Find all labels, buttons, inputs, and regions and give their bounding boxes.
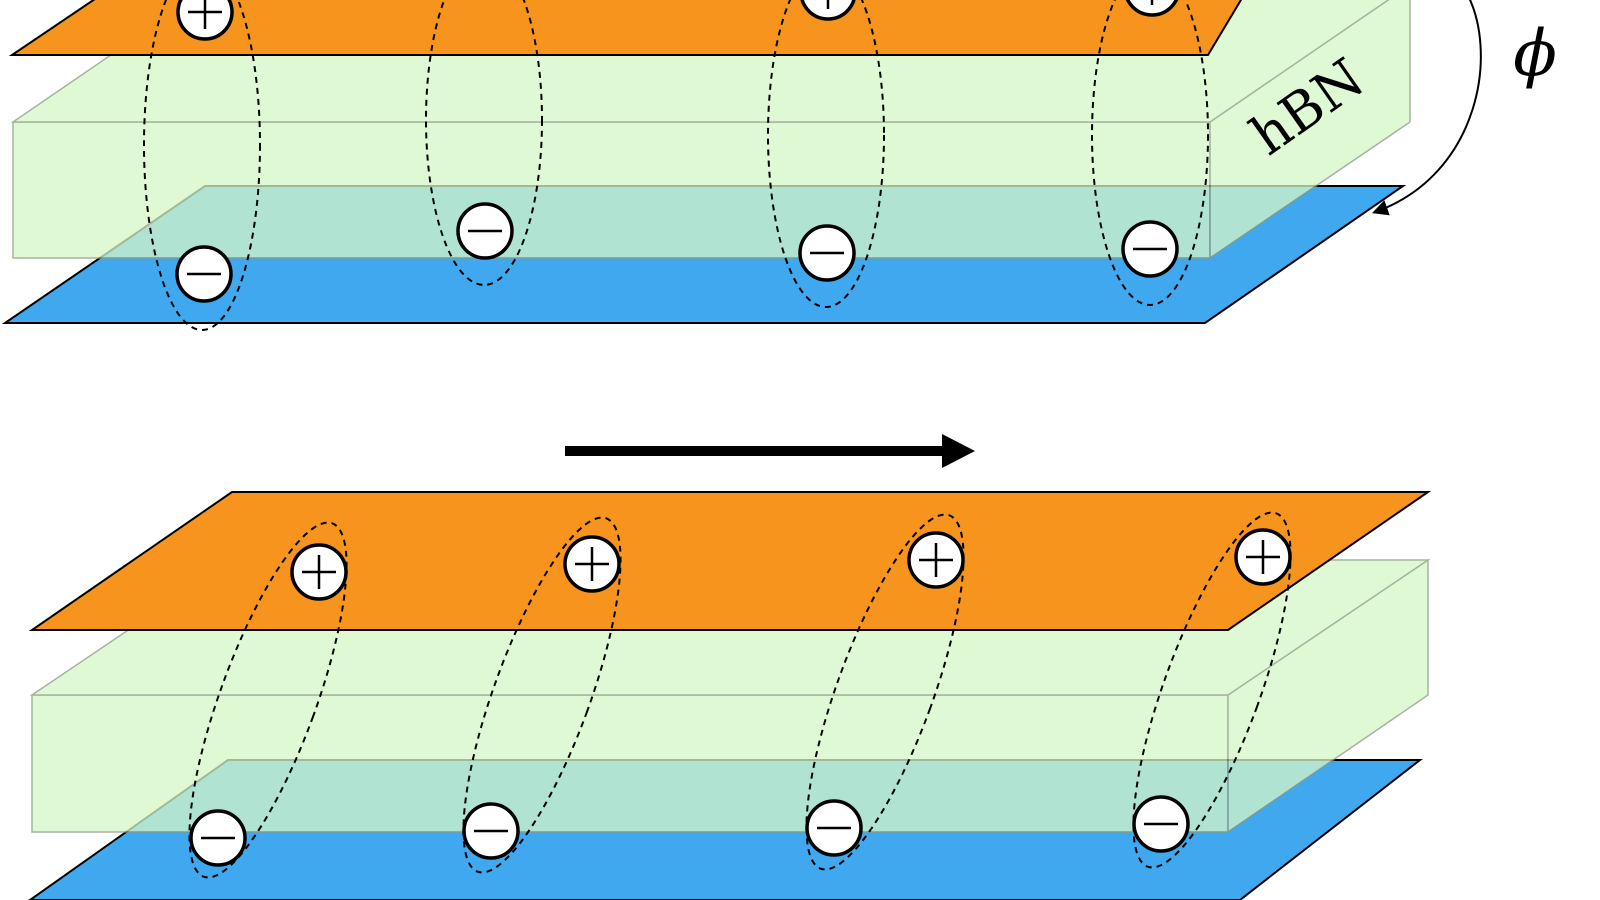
charge-minus-lower-3 xyxy=(805,799,863,857)
exciton-orbit-lower-3 xyxy=(805,513,965,871)
exciton-orbit-upper-4 xyxy=(1091,0,1209,306)
charge-minus-upper-4 xyxy=(1121,220,1179,278)
charge-minus-upper-1 xyxy=(175,245,233,303)
phi-rotation-arrow xyxy=(1371,0,1482,216)
top-plate-upper xyxy=(8,0,1243,56)
exciton-orbit-upper-3 xyxy=(767,0,885,308)
charge-minus-lower-4 xyxy=(1132,795,1190,853)
charge-minus-lower-2 xyxy=(462,802,520,860)
charge-minus-upper-2 xyxy=(456,202,514,260)
lower-panel xyxy=(28,491,1432,900)
exciton-orbit-upper-1 xyxy=(143,0,261,331)
charge-plus-lower-1 xyxy=(290,543,348,601)
phi-label: ϕ xyxy=(1513,17,1557,91)
exciton-orbit-lower-1 xyxy=(188,521,348,879)
charge-plus-lower-4 xyxy=(1234,528,1292,586)
upper-panel: hBN ϕ xyxy=(1,0,1557,331)
charge-plus-lower-2 xyxy=(563,535,621,593)
charge-plus-upper-3 xyxy=(800,0,856,21)
charge-plus-upper-1 xyxy=(176,0,234,41)
motion-arrow xyxy=(565,434,975,468)
exciton-orbit-lower-4 xyxy=(1132,511,1292,869)
exciton-orbit-upper-2 xyxy=(425,0,543,286)
charge-minus-upper-3 xyxy=(798,224,856,282)
charge-plus-upper-4 xyxy=(1125,0,1179,17)
charge-minus-lower-1 xyxy=(189,809,247,867)
exciton-orbit-lower-2 xyxy=(462,516,622,874)
top-plate-lower xyxy=(28,491,1432,631)
charge-plus-lower-3 xyxy=(907,531,965,589)
